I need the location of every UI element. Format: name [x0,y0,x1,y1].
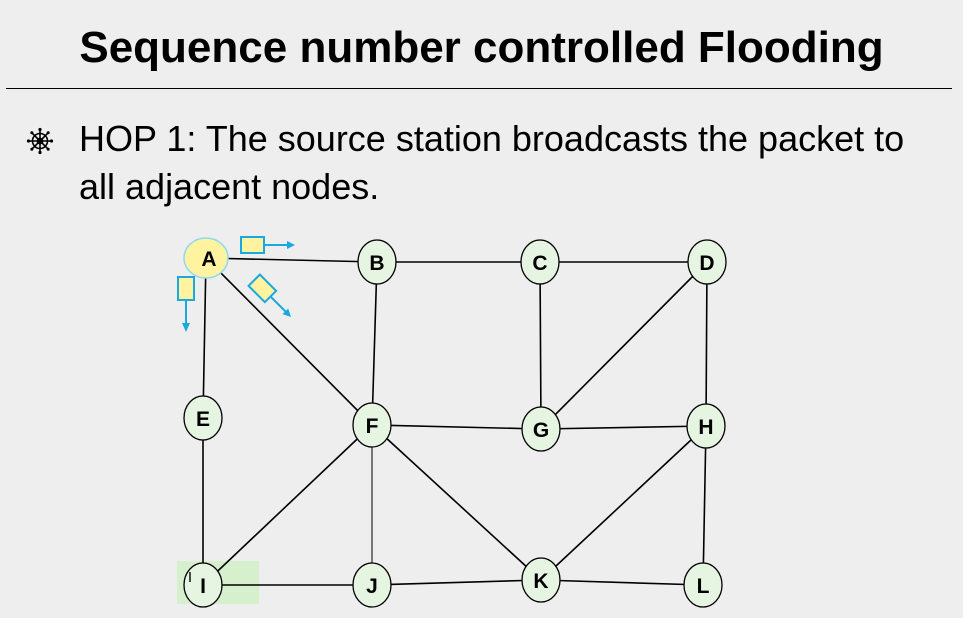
packet-icon [240,236,295,254]
node-i: I [183,562,223,608]
packets [177,236,295,332]
node-circle [357,239,397,285]
node-label: K [533,570,548,593]
node-f: F [352,402,392,448]
node-label: C [532,252,547,275]
node-circle [686,403,726,449]
slide-title: Sequence number controlled Flooding [79,23,884,72]
edge-g-h [540,425,707,430]
node-h: H [686,403,726,449]
node-circle [183,237,229,279]
edge-b-f [371,261,378,426]
edge-h-l [702,425,707,586]
packet-icon [177,276,195,332]
node-circle [352,562,392,608]
node-circle [687,239,727,285]
node-label: E [196,408,210,431]
edge-f-i [202,424,373,586]
node-a: A [183,237,229,279]
edge-f-k [371,424,542,581]
node-label: H [698,416,713,439]
node-j: J [352,562,392,608]
node-b: B [357,239,397,285]
node-label: I [200,575,206,598]
node-label: L [697,575,710,598]
node-circle [352,402,392,448]
edge-a-f [205,257,373,426]
edge-h-k [540,425,707,581]
node-g: G [521,406,561,452]
node-l: L [683,562,723,608]
edge-d-h [705,261,708,427]
edge-a-b [205,257,378,263]
node-label: A [201,248,216,271]
node-label: D [699,252,714,275]
node-c: C [520,239,560,285]
node-e: E [183,395,223,441]
node-circle [520,239,560,285]
edge-a-e [202,257,207,419]
node-circle [183,562,223,608]
node-circle [683,562,723,608]
node-circle [183,395,223,441]
edge-j-k [371,579,542,586]
node-circle [521,406,561,452]
node-label: G [533,419,549,442]
edges [202,257,708,586]
edge-d-g [540,261,708,430]
nodes: A B C D E F G H I J K L [183,237,727,608]
edge-f-g [371,424,542,430]
node-label: B [369,252,384,275]
node-d: D [687,239,727,285]
node-circle [521,557,561,603]
edge-c-g [539,261,542,430]
node-label: J [366,575,378,598]
ship-wheel-icon [26,127,54,155]
node-k: K [521,557,561,603]
title-divider [6,88,952,89]
node-label: F [366,415,379,438]
edge-k-l [540,579,704,586]
bullet-text: HOP 1: The source station broadcasts the… [79,118,905,207]
packet-icon [247,273,291,317]
